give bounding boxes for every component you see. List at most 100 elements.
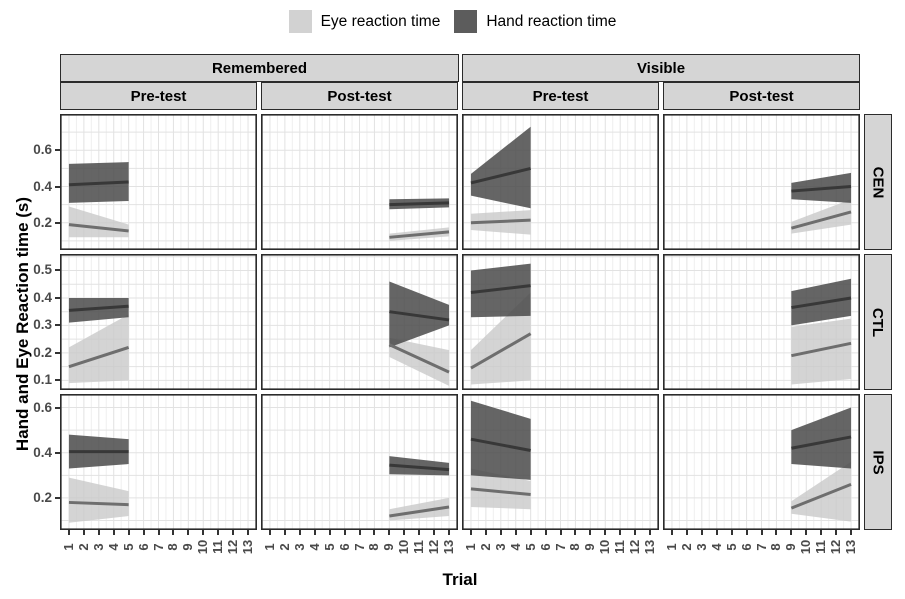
y-tick-label: 0.4 <box>33 289 52 305</box>
x-tick-label: 7 <box>753 543 769 551</box>
x-tick-mark <box>700 530 703 535</box>
x-tick-label: 8 <box>366 543 382 551</box>
y-tick-mark <box>55 406 60 409</box>
facet-strip-label: Post-test <box>327 87 392 105</box>
facet-strip-visible: Visible <box>462 54 860 82</box>
y-tick-label: 0.6 <box>33 399 52 415</box>
x-tick-mark <box>358 530 361 535</box>
y-tick-label: 0.4 <box>33 444 52 460</box>
x-axis-title: Trial <box>442 570 478 589</box>
panel-IPS-Visible-Post-test <box>663 394 860 530</box>
x-tick-mark <box>745 530 748 535</box>
legend-item-hand: Hand reaction time <box>454 10 616 33</box>
y-tick-mark <box>55 221 60 224</box>
x-tick-mark <box>544 530 547 535</box>
x-tick-mark <box>127 530 130 535</box>
x-tick-label: 11 <box>612 540 628 554</box>
panel-CTL-Remembered-Post-test <box>261 254 458 390</box>
panel-IPS-Remembered-Pre-test <box>60 394 257 530</box>
x-tick-label: 5 <box>321 543 337 551</box>
y-tick-label: 0.4 <box>33 178 52 194</box>
x-tick-mark <box>484 530 487 535</box>
x-tick-label: 12 <box>225 539 241 555</box>
x-tick-mark <box>373 530 376 535</box>
x-tick-label: 1 <box>261 543 277 551</box>
x-tick-mark <box>619 530 622 535</box>
panel-CEN-Remembered-Post-test <box>261 114 458 250</box>
x-tick-mark <box>790 530 793 535</box>
panel-CTL-Visible-Pre-test <box>462 254 659 390</box>
facet-strip-cen-label: CEN <box>869 166 887 198</box>
x-tick-label: 2 <box>678 543 694 551</box>
x-tick-mark <box>469 530 472 535</box>
x-tick-label: 7 <box>351 543 367 551</box>
facet-strip-label: Post-test <box>729 87 794 105</box>
x-tick-mark <box>418 530 421 535</box>
x-tick-mark <box>112 530 115 535</box>
x-tick-label: 3 <box>492 543 508 551</box>
panel-IPS-Visible-Pre-test <box>462 394 659 530</box>
facet-strip-label: Pre-test <box>130 87 187 105</box>
x-tick-mark <box>313 530 316 535</box>
y-tick-mark <box>55 451 60 454</box>
legend: Eye reaction time Hand reaction time <box>0 10 905 33</box>
x-tick-label: 13 <box>642 539 658 555</box>
y-tick-mark <box>55 379 60 382</box>
y-tick-mark <box>55 296 60 299</box>
hand-swatch-icon <box>454 10 478 33</box>
x-tick-label: 6 <box>135 543 151 551</box>
x-tick-label: 9 <box>180 543 196 551</box>
x-tick-label: 8 <box>165 543 181 551</box>
x-tick-mark <box>835 530 838 535</box>
x-tick-mark <box>298 530 301 535</box>
x-tick-label: 10 <box>195 539 211 555</box>
x-tick-label: 1 <box>663 543 679 551</box>
x-tick-mark <box>97 530 100 535</box>
facet-strip-ips: IPS <box>864 394 892 530</box>
x-tick-label: 2 <box>75 543 91 551</box>
x-tick-label: 7 <box>150 543 166 551</box>
panel-CEN-Remembered-Pre-test <box>60 114 257 250</box>
x-tick-label: 9 <box>582 543 598 551</box>
x-tick-mark <box>82 530 85 535</box>
x-tick-mark <box>403 530 406 535</box>
x-tick-mark <box>232 530 235 535</box>
y-tick-label: 0.2 <box>33 214 52 230</box>
x-tick-label: 1 <box>60 543 76 551</box>
y-tick-label: 0.2 <box>33 489 52 505</box>
facet-strip-remembered: Remembered <box>60 54 459 82</box>
panel-CTL-Visible-Post-test <box>663 254 860 390</box>
x-tick-mark <box>589 530 592 535</box>
x-tick-mark <box>283 530 286 535</box>
y-tick-mark <box>55 324 60 327</box>
x-tick-label: 6 <box>537 543 553 551</box>
x-tick-label: 10 <box>597 539 613 555</box>
x-tick-mark <box>343 530 346 535</box>
x-tick-mark <box>850 530 853 535</box>
x-tick-label: 2 <box>276 543 292 551</box>
x-tick-mark <box>685 530 688 535</box>
facet-strip-cen: CEN <box>864 114 892 250</box>
facet-strip-label: Pre-test <box>532 87 589 105</box>
x-tick-label: 6 <box>336 543 352 551</box>
x-tick-mark <box>775 530 778 535</box>
facet-strip-ips-label: IPS <box>869 449 887 475</box>
x-tick-mark <box>574 530 577 535</box>
facet-strip-ctl-label: CTL <box>869 307 887 337</box>
x-tick-label: 5 <box>120 543 136 551</box>
x-tick-label: 13 <box>843 539 859 555</box>
x-tick-label: 11 <box>813 540 829 554</box>
x-tick-label: 8 <box>768 543 784 551</box>
x-tick-mark <box>760 530 763 535</box>
x-tick-mark <box>172 530 175 535</box>
x-tick-mark <box>820 530 823 535</box>
x-tick-mark <box>217 530 220 535</box>
x-tick-label: 11 <box>210 540 226 554</box>
x-tick-mark <box>514 530 517 535</box>
x-tick-label: 4 <box>306 543 322 551</box>
x-tick-mark <box>529 530 532 535</box>
x-tick-label: 11 <box>411 540 427 554</box>
y-tick-mark <box>55 351 60 354</box>
x-tick-mark <box>499 530 502 535</box>
